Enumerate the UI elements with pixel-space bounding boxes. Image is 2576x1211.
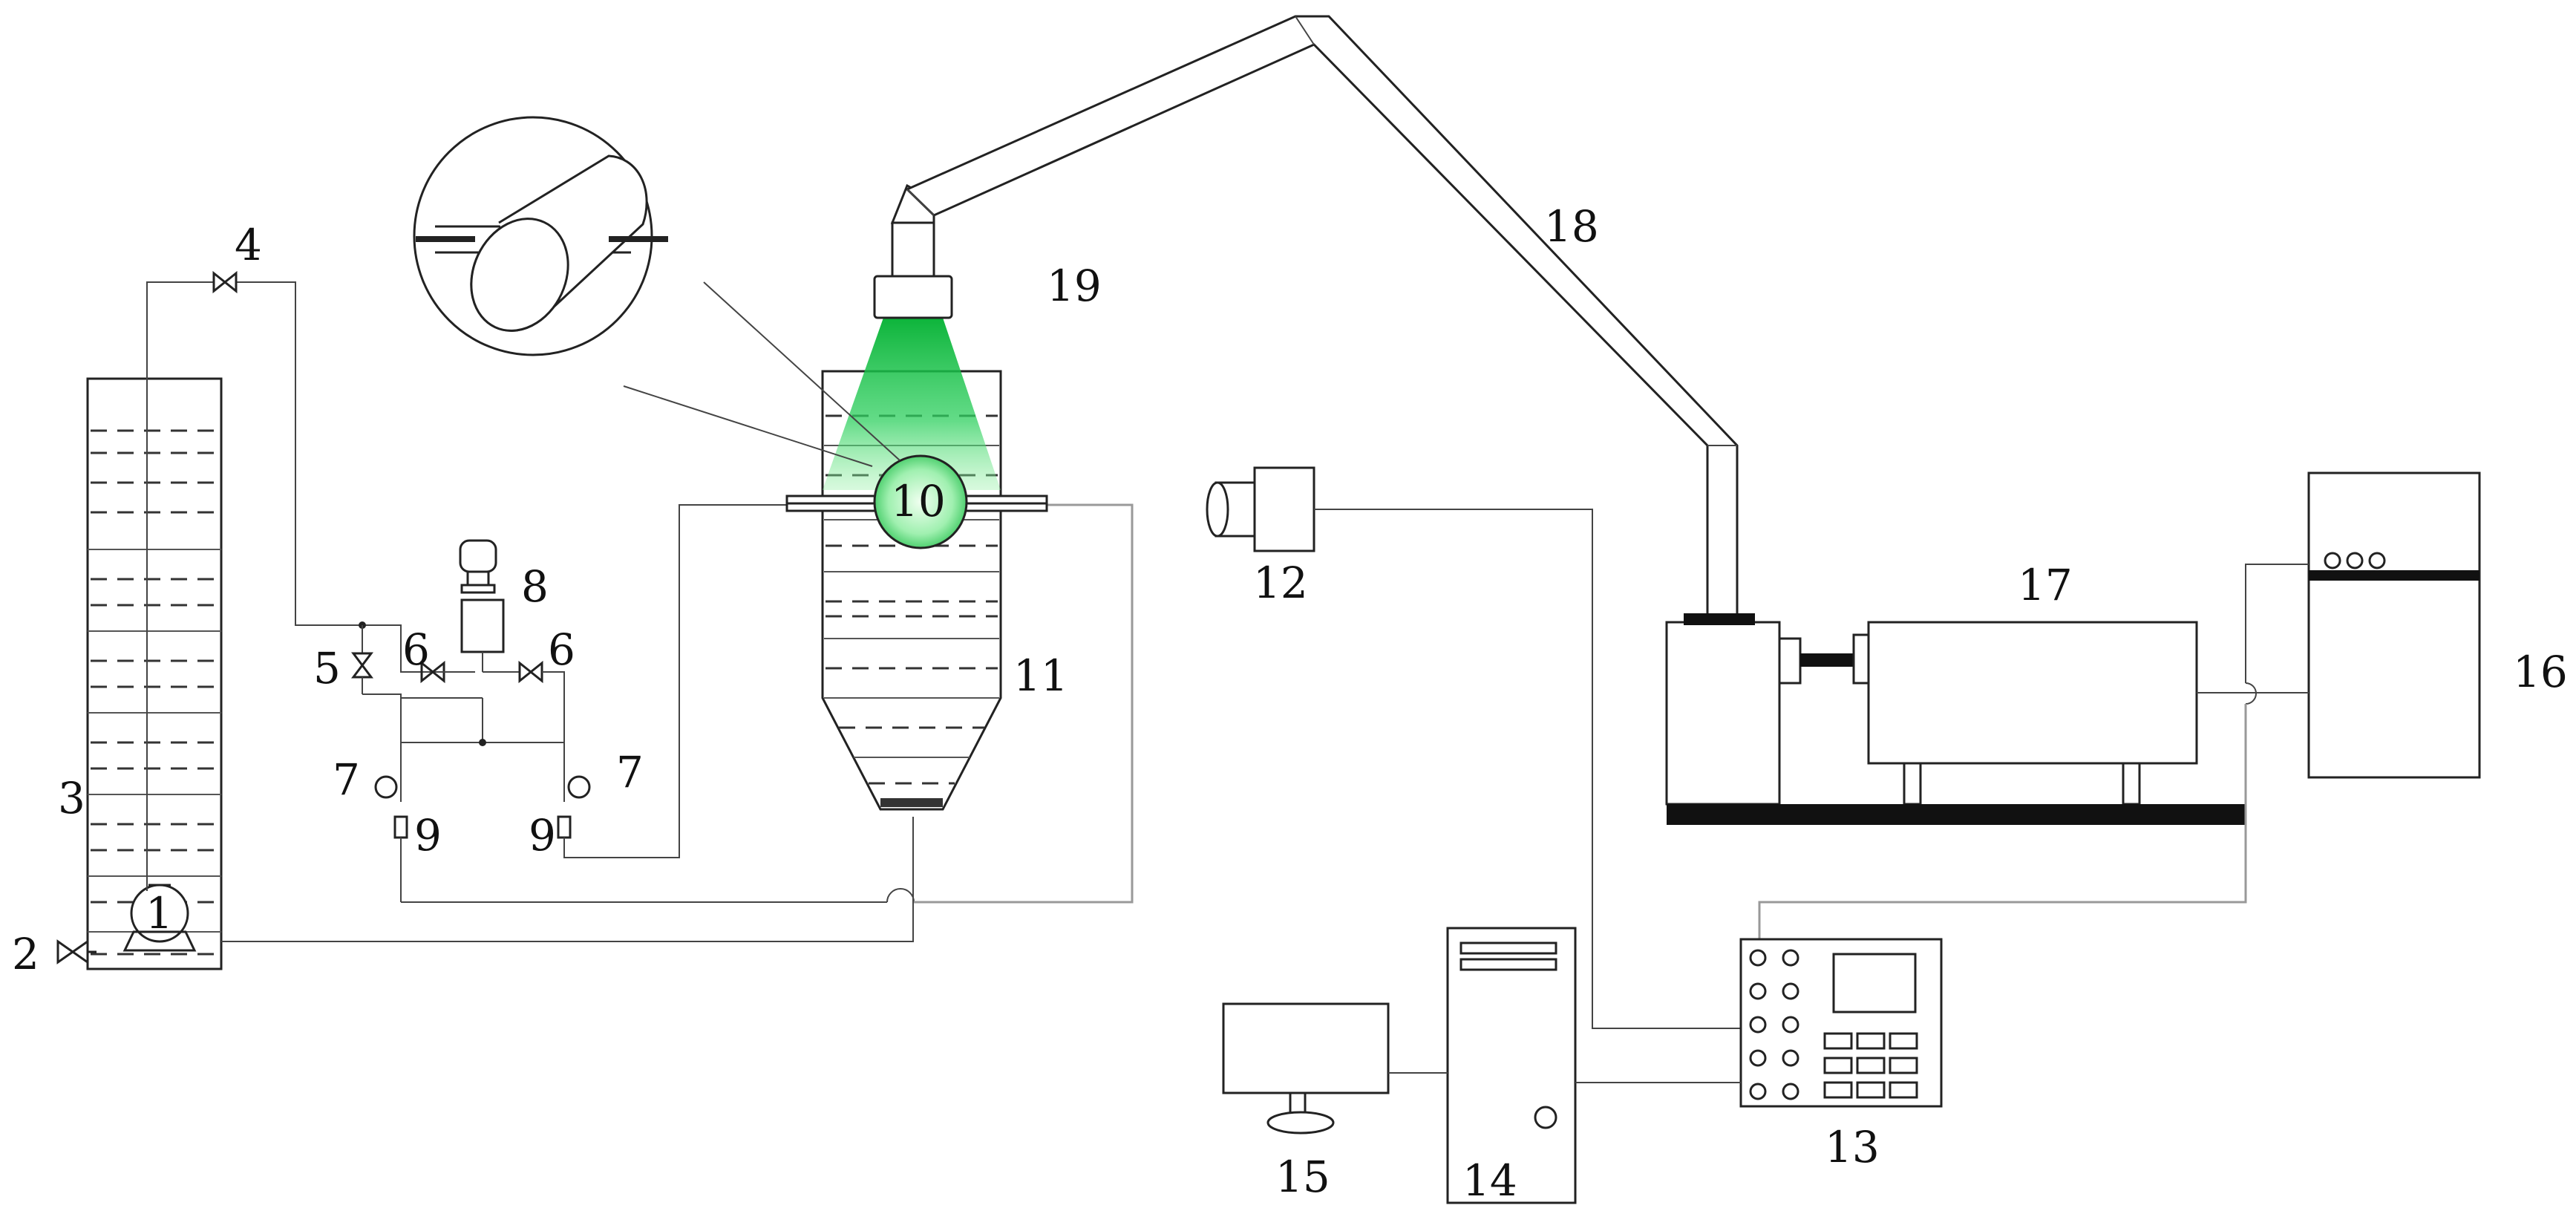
label-11: 11 bbox=[1013, 650, 1068, 701]
label-5: 5 bbox=[313, 643, 341, 693]
label-2: 2 bbox=[12, 929, 39, 979]
label-8: 8 bbox=[521, 561, 549, 612]
label-14: 14 bbox=[1462, 1155, 1517, 1206]
label-18: 18 bbox=[1544, 201, 1599, 252]
valve-6b-icon bbox=[518, 660, 543, 684]
label-7b: 7 bbox=[616, 747, 644, 797]
label-19: 19 bbox=[1047, 261, 1102, 311]
computer-tower bbox=[1446, 927, 1741, 1204]
storage-tank bbox=[86, 377, 223, 970]
label-10: 10 bbox=[891, 476, 946, 526]
magnified-view bbox=[413, 116, 900, 467]
monitor bbox=[1222, 1002, 1448, 1135]
flowmeter-left-icon bbox=[393, 815, 408, 839]
flowmeter-right-icon bbox=[557, 815, 572, 839]
label-9b: 9 bbox=[529, 810, 556, 861]
label-17: 17 bbox=[2018, 560, 2073, 610]
label-16: 16 bbox=[2513, 647, 2568, 697]
test-cylinder bbox=[873, 454, 968, 549]
valve-4-icon bbox=[212, 270, 238, 294]
supply-pipe bbox=[146, 270, 362, 891]
laser-sheet bbox=[823, 318, 1001, 490]
label-15: 15 bbox=[1275, 1152, 1330, 1202]
camera bbox=[1206, 466, 1748, 1029]
pressure-gauge-left-icon bbox=[374, 775, 398, 799]
component-labels: 1 2 3 4 5 6 6 7 7 8 9 9 10 11 12 13 14 1… bbox=[12, 201, 2568, 1206]
label-12: 12 bbox=[1253, 558, 1308, 608]
control-manifold bbox=[351, 503, 1134, 904]
label-13: 13 bbox=[1825, 1122, 1880, 1172]
pressure-gauge-right-icon bbox=[567, 775, 591, 799]
pump bbox=[122, 884, 197, 952]
laser-source bbox=[1665, 613, 2246, 902]
label-6b: 6 bbox=[548, 624, 575, 675]
label-4: 4 bbox=[235, 220, 262, 270]
label-3: 3 bbox=[58, 773, 85, 823]
laser-head bbox=[873, 183, 953, 319]
label-7a: 7 bbox=[333, 754, 360, 805]
drain-valve bbox=[56, 939, 97, 964]
valve-5-icon bbox=[351, 652, 373, 679]
return-pipe bbox=[221, 817, 914, 942]
label-9a: 9 bbox=[414, 810, 442, 861]
synchronizer bbox=[1739, 938, 1943, 1108]
laser-controller bbox=[1758, 471, 2481, 939]
laser-guide-arm bbox=[905, 15, 1739, 618]
label-6a: 6 bbox=[402, 624, 430, 675]
label-1: 1 bbox=[146, 888, 173, 939]
